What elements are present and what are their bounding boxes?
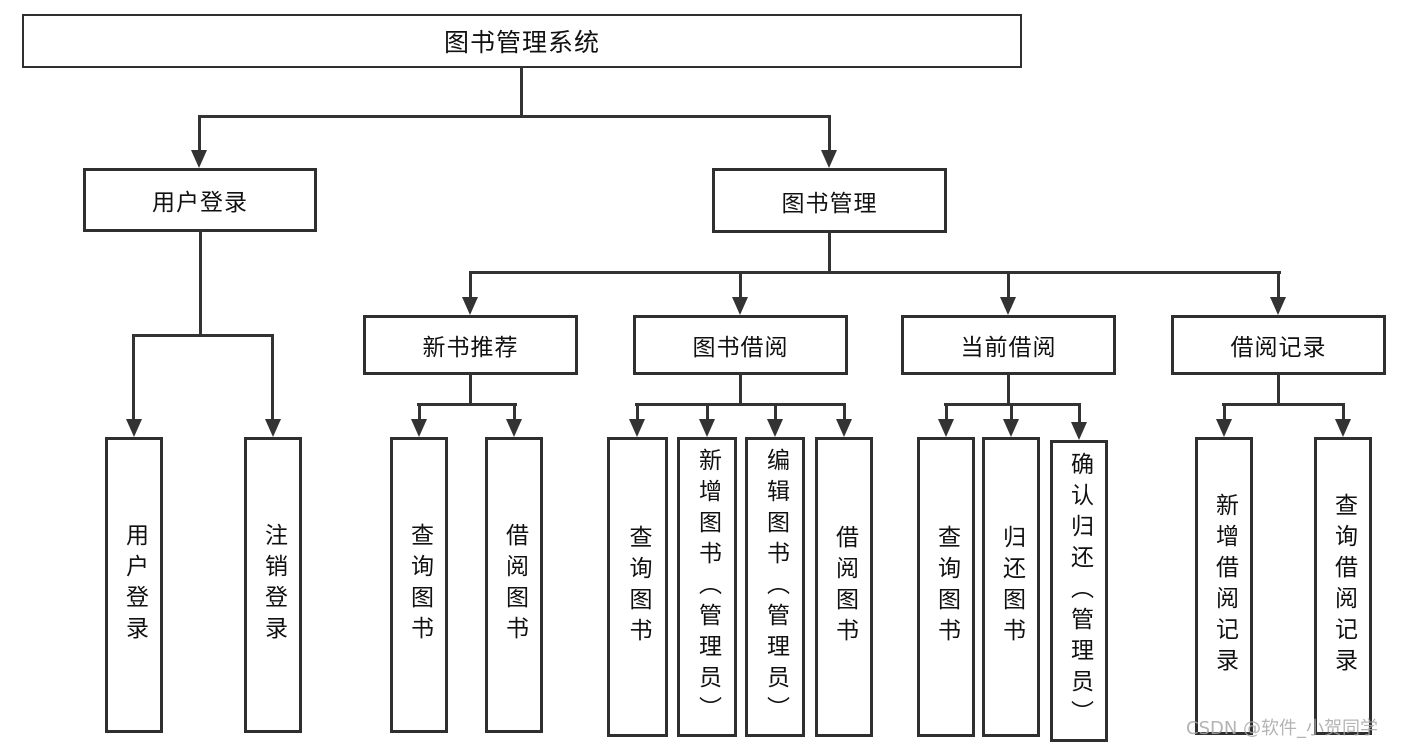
node-label: 图书借阅 <box>692 335 789 361</box>
node-new-book-recommendation: 新书推荐 <box>363 315 578 375</box>
arrowhead-down-icon <box>1216 419 1232 437</box>
leaf-add-books-admin: 新增图书（管理员） <box>677 437 737 737</box>
connector-line <box>945 403 948 421</box>
arrowhead-down-icon <box>1000 297 1016 315</box>
arrowhead-down-icon <box>938 419 954 437</box>
connector-line <box>1277 271 1280 300</box>
connector-line <box>469 271 1281 274</box>
node-label: 图书管理系统 <box>443 28 600 57</box>
connector-line <box>271 334 274 421</box>
arrowhead-down-icon <box>126 419 142 437</box>
leaf-label: 注销登录 <box>260 523 287 647</box>
arrowhead-down-icon <box>191 150 207 168</box>
leaf-return-books: 归还图书 <box>982 437 1040 737</box>
leaf-label: 借阅图书 <box>501 523 528 647</box>
arrowhead-down-icon <box>629 419 645 437</box>
connector-line <box>1277 373 1280 406</box>
connector-line <box>469 373 472 406</box>
connector-line <box>1010 403 1013 421</box>
arrowhead-down-icon <box>1003 419 1019 437</box>
leaf-borrow-books-borrowing: 借阅图书 <box>815 437 873 737</box>
arrowhead-down-icon <box>732 297 748 315</box>
connector-line <box>198 115 831 118</box>
connector-line <box>132 334 135 421</box>
node-book-borrowing: 图书借阅 <box>633 315 848 375</box>
leaf-user-login: 用户登录 <box>105 437 163 733</box>
arrowhead-down-icon <box>767 419 783 437</box>
node-current-borrowing: 当前借阅 <box>901 315 1116 375</box>
leaf-label: 借阅图书 <box>831 525 858 649</box>
arrowhead-down-icon <box>462 297 478 315</box>
leaf-label: 查询借阅记录 <box>1330 493 1357 679</box>
node-user-login: 用户登录 <box>83 168 317 232</box>
connector-line <box>513 403 516 421</box>
connector-line <box>417 403 517 406</box>
node-label: 当前借阅 <box>960 335 1057 361</box>
connector-line <box>1007 373 1010 406</box>
leaf-query-borrow-record: 查询借阅记录 <box>1314 437 1372 735</box>
leaf-add-borrow-record: 新增借阅记录 <box>1195 437 1253 735</box>
connector-line <box>1342 403 1345 421</box>
leaf-label: 编辑图书（管理员） <box>762 447 789 727</box>
node-library-management-system: 图书管理系统 <box>22 14 1022 68</box>
leaf-label: 确认归还（管理员） <box>1066 451 1093 731</box>
connector-line <box>520 66 523 117</box>
connector-line <box>469 271 472 300</box>
arrowhead-down-icon <box>265 419 281 437</box>
connector-line <box>774 403 777 421</box>
arrowhead-down-icon <box>836 419 852 437</box>
connector-line <box>828 115 831 152</box>
arrowhead-down-icon <box>1270 297 1286 315</box>
leaf-label: 归还图书 <box>998 525 1025 649</box>
arrowhead-down-icon <box>1335 419 1351 437</box>
leaf-label: 用户登录 <box>121 523 148 647</box>
arrowhead-down-icon <box>411 419 427 437</box>
leaf-label: 查询图书 <box>406 523 433 647</box>
connector-line <box>635 403 846 406</box>
leaf-logout: 注销登录 <box>244 437 302 733</box>
connector-line <box>636 403 639 421</box>
csdn-watermark: CSDN @软件_小贺同学 <box>1186 718 1379 739</box>
connector-line <box>1078 403 1081 424</box>
connector-line <box>843 403 846 421</box>
arrowhead-down-icon <box>821 150 837 168</box>
leaf-borrow-books-recommend: 借阅图书 <box>485 437 543 733</box>
leaf-edit-books-admin: 编辑图书（管理员） <box>745 437 805 737</box>
connector-line <box>199 230 202 337</box>
connector-line <box>198 115 201 152</box>
connector-line <box>706 403 709 421</box>
node-label: 借阅记录 <box>1230 335 1327 361</box>
connector-line <box>828 231 831 274</box>
connector-line <box>1222 403 1345 406</box>
node-label: 新书推荐 <box>422 335 519 361</box>
connector-line <box>1223 403 1226 421</box>
node-borrowing-records: 借阅记录 <box>1171 315 1386 375</box>
leaf-query-books-borrowing: 查询图书 <box>607 437 668 737</box>
arrowhead-down-icon <box>506 419 522 437</box>
leaf-label: 新增图书（管理员） <box>694 447 721 727</box>
connector-line <box>739 373 742 406</box>
leaf-label: 新增借阅记录 <box>1211 493 1238 679</box>
node-label: 图书管理 <box>781 190 878 217</box>
connector-line <box>1007 271 1010 300</box>
connector-line <box>739 271 742 300</box>
arrowhead-down-icon <box>1071 422 1087 440</box>
leaf-query-books-recommend: 查询图书 <box>390 437 448 733</box>
leaf-label: 查询图书 <box>625 525 651 649</box>
leaf-query-books-current: 查询图书 <box>917 437 975 737</box>
connector-line <box>132 334 274 337</box>
leaf-confirm-return-admin: 确认归还（管理员） <box>1050 440 1108 742</box>
arrowhead-down-icon <box>699 419 715 437</box>
node-book-management: 图书管理 <box>712 168 947 233</box>
connector-line <box>418 403 421 421</box>
leaf-label: 查询图书 <box>933 525 960 649</box>
node-label: 用户登录 <box>152 190 248 216</box>
